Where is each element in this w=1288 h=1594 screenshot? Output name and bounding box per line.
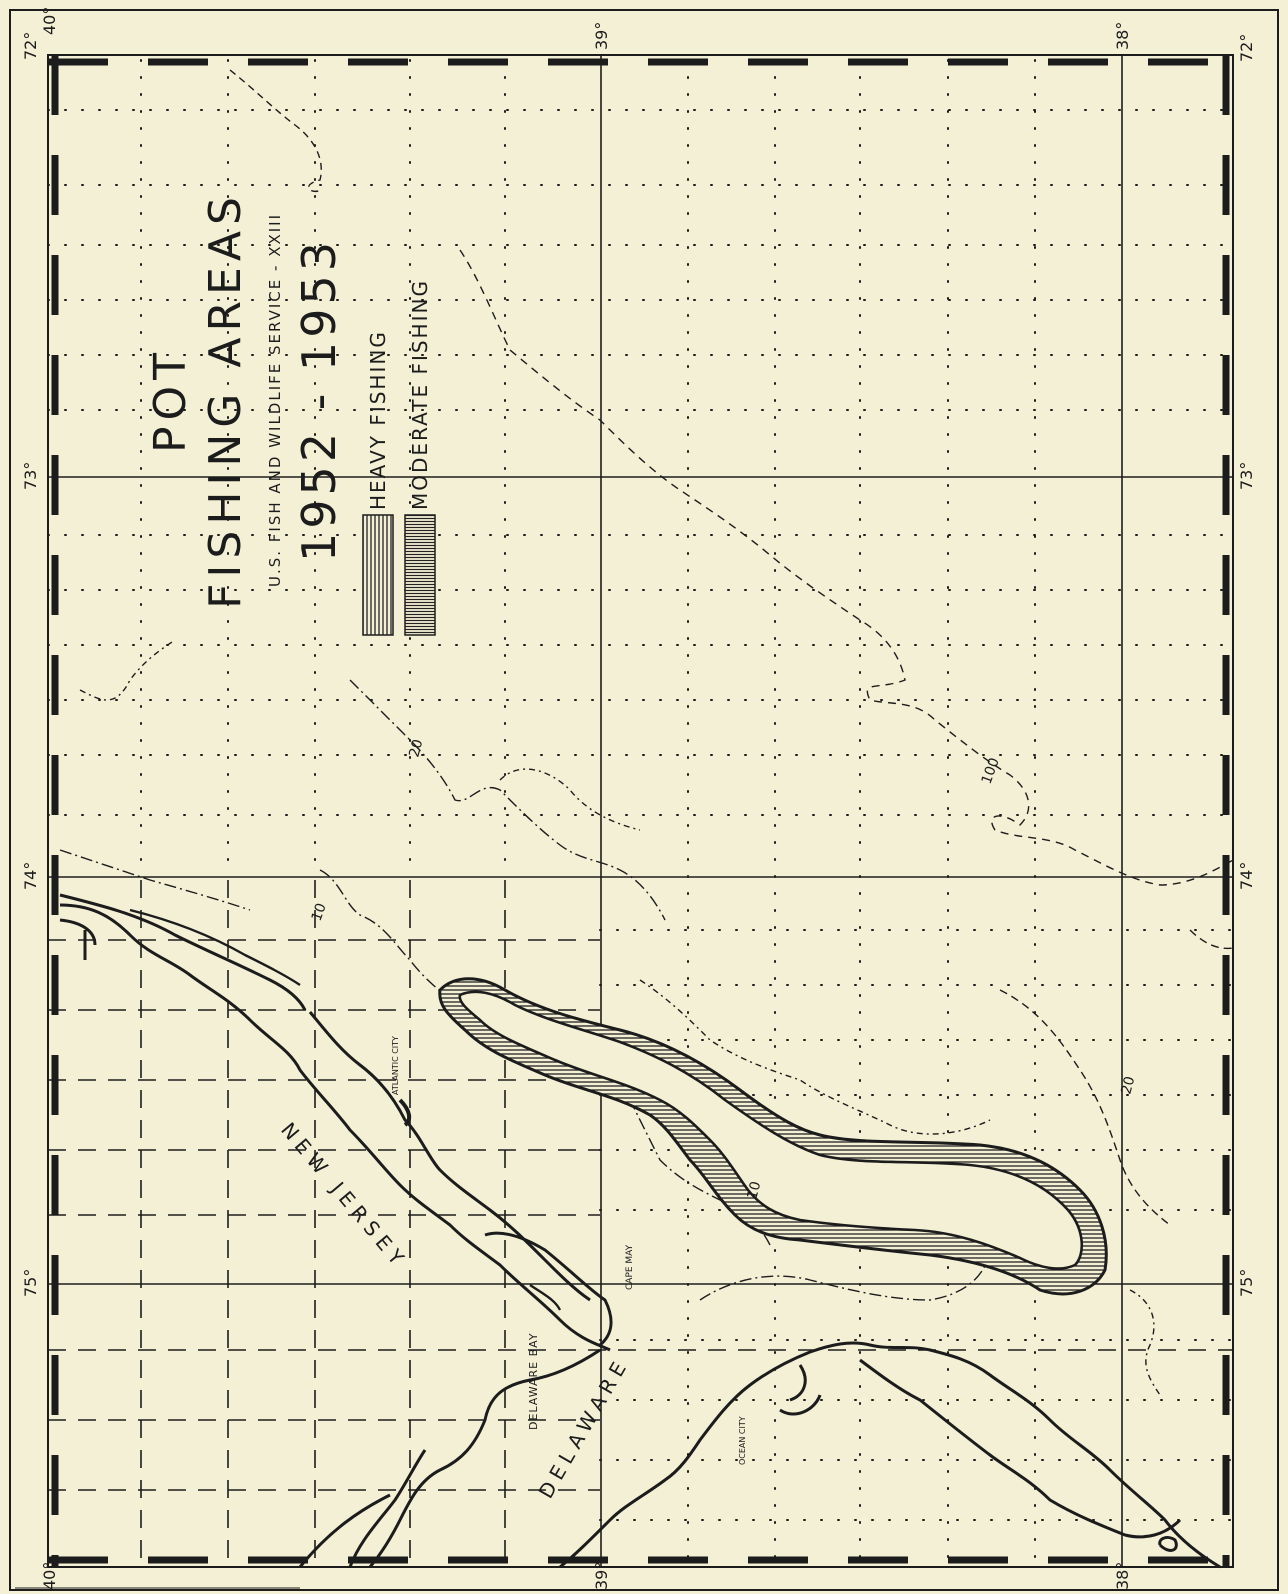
- title-block: POT FISHING AREAS U.S. FISH AND WILDLIFE…: [145, 191, 436, 636]
- latitude-labels: 40° 39° 38° 40° 39° 38°: [40, 7, 1132, 1590]
- legend-label-heavy: HEAVY FISHING: [366, 330, 390, 510]
- place-atlantic-city: ATLANTIC CITY: [391, 1036, 400, 1095]
- lat-label-38-top: 38°: [1113, 22, 1132, 50]
- map-title-line1: POT: [145, 347, 196, 453]
- contour-label-100: 100: [979, 756, 1003, 787]
- lon-label-75-bottom: 75°: [1237, 1269, 1256, 1297]
- lon-label-72-bottom: 72°: [1237, 34, 1256, 62]
- graticule-dashed: [48, 880, 1233, 1567]
- moderate-fishing-area: [458, 990, 1084, 1270]
- map-title-line2: FISHING AREAS: [200, 191, 251, 609]
- legend-label-moderate: MODERATE FISHING: [408, 279, 432, 510]
- lon-label-73-top: 73°: [21, 462, 40, 490]
- contour-labels: 10 10 20 20 100: [309, 738, 1139, 1201]
- contour-label-20-a: 20: [406, 738, 426, 759]
- place-ocean-city: OCEAN CITY: [738, 1416, 747, 1465]
- lat-label-40-top: 40°: [40, 7, 59, 35]
- fishing-area-band: [438, 977, 1108, 1296]
- lat-label-39-bottom: 39°: [592, 1562, 611, 1590]
- legend-swatch-heavy: [362, 514, 394, 636]
- lon-label-74-bottom: 74°: [1237, 862, 1256, 890]
- contour-label-20-b: 20: [1118, 1075, 1138, 1096]
- map-years: 1952 - 1953: [292, 238, 346, 562]
- lon-label-75-top: 75°: [21, 1269, 40, 1297]
- lat-label-40-bottom: 40°: [40, 1562, 59, 1590]
- graticule-dotted: [47, 59, 1234, 1568]
- place-new-jersey: NEW JERSEY: [276, 1118, 412, 1274]
- map-border-outer: [9, 9, 1279, 1591]
- depth-contours: [59, 69, 1234, 1396]
- longitude-labels-top: 72° 73° 74° 75°: [21, 32, 40, 1297]
- lat-label-38-bottom: 38°: [1113, 1562, 1132, 1590]
- place-cape-may: CAPE MAY: [625, 1244, 635, 1290]
- place-delaware-bay: DELAWARE BAY: [527, 1332, 540, 1430]
- legend-swatch-moderate: [404, 514, 436, 636]
- contour-label-10-b: 10: [744, 1180, 764, 1201]
- graduated-border: [47, 54, 1234, 1568]
- coastline: [59, 893, 1221, 1569]
- lon-label-73-bottom: 73°: [1237, 462, 1256, 490]
- lon-label-72-top: 72°: [21, 32, 40, 60]
- longitude-labels-bottom: 72° 73° 74° 75°: [1237, 34, 1256, 1297]
- map-agency: U.S. FISH AND WILDLIFE SERVICE - XXIII: [266, 213, 284, 587]
- contour-label-10-a: 10: [309, 901, 330, 923]
- lon-label-74-top: 74°: [21, 862, 40, 890]
- lat-label-39-top: 39°: [592, 22, 611, 50]
